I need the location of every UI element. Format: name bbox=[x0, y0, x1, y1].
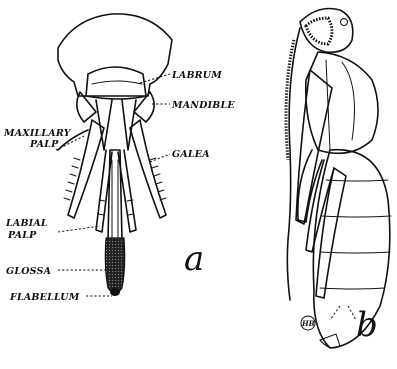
galea-right bbox=[130, 120, 166, 218]
label-mandible: MANDIBLE bbox=[171, 100, 235, 111]
label-labial-palp-2: PALP bbox=[7, 230, 37, 241]
glossa bbox=[108, 150, 122, 240]
panel-letter-b: b bbox=[356, 305, 378, 345]
label-labial-palp-1: LABIAL bbox=[5, 218, 48, 229]
bee-leg-front bbox=[298, 150, 322, 222]
bee-body-drawing bbox=[286, 9, 391, 349]
bee-abdomen bbox=[313, 150, 389, 348]
label-flabellum: FLABELLUM bbox=[9, 292, 80, 303]
figure-b-labels: HB b bbox=[301, 305, 378, 345]
label-maxillary-palp-2: PALP bbox=[29, 139, 59, 150]
label-maxillary-palp-1: MAXILLARY bbox=[3, 128, 72, 139]
label-glossa: GLOSSA bbox=[6, 266, 51, 277]
bee-thorax bbox=[306, 52, 378, 153]
bee-proboscis bbox=[287, 28, 300, 300]
label-labrum: LABRUM bbox=[171, 70, 222, 81]
bee-leg-mid bbox=[306, 160, 334, 252]
artist-monogram: HB bbox=[301, 319, 315, 328]
label-galea: GALEA bbox=[172, 149, 210, 160]
mouthparts-drawing bbox=[58, 14, 172, 296]
flabellum bbox=[105, 238, 124, 293]
panel-letter-a: a bbox=[184, 239, 204, 279]
bee-head bbox=[300, 9, 353, 53]
head-capsule bbox=[58, 14, 172, 96]
